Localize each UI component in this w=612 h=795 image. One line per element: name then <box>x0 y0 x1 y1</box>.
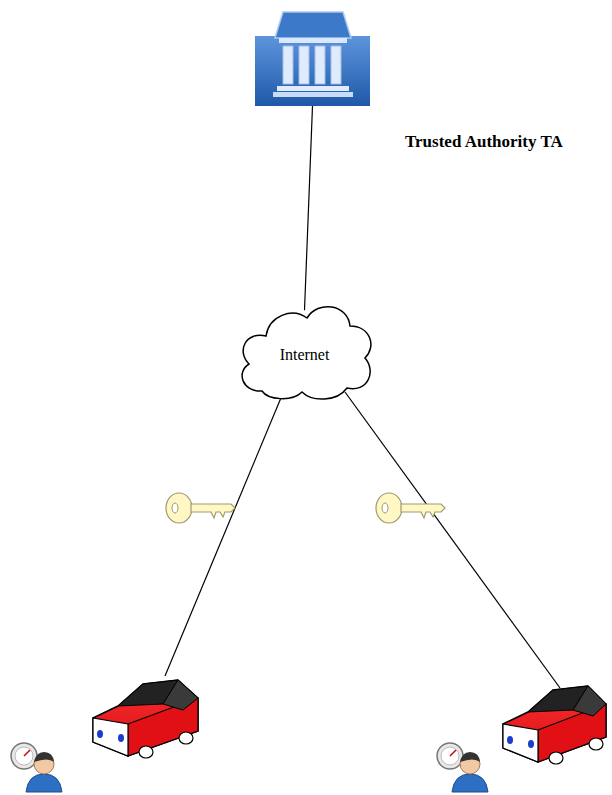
building-symbol <box>255 8 370 106</box>
building-body <box>255 36 370 106</box>
authority-building: Trusted Authority TA <box>255 8 370 106</box>
network-link <box>345 392 560 688</box>
building-column <box>331 46 341 84</box>
driver-icon <box>11 743 62 792</box>
internet-cloud: Internet <box>232 296 377 406</box>
key-icon <box>166 493 235 523</box>
key-icon <box>376 493 445 523</box>
building-roof <box>275 12 351 38</box>
authority-label: Trusted Authority TA <box>405 132 563 152</box>
building-column <box>315 46 325 84</box>
building-beam <box>279 38 347 43</box>
building-step <box>277 86 349 91</box>
building-column <box>283 46 293 84</box>
driver-icon <box>437 743 488 792</box>
car-icon <box>503 686 606 764</box>
network-link <box>165 393 283 676</box>
cloud-shape <box>242 307 371 399</box>
node-label: Internet <box>280 346 330 364</box>
car-icon <box>93 680 198 758</box>
network-link <box>305 106 313 310</box>
building-column <box>299 46 309 84</box>
building-step <box>273 92 353 97</box>
